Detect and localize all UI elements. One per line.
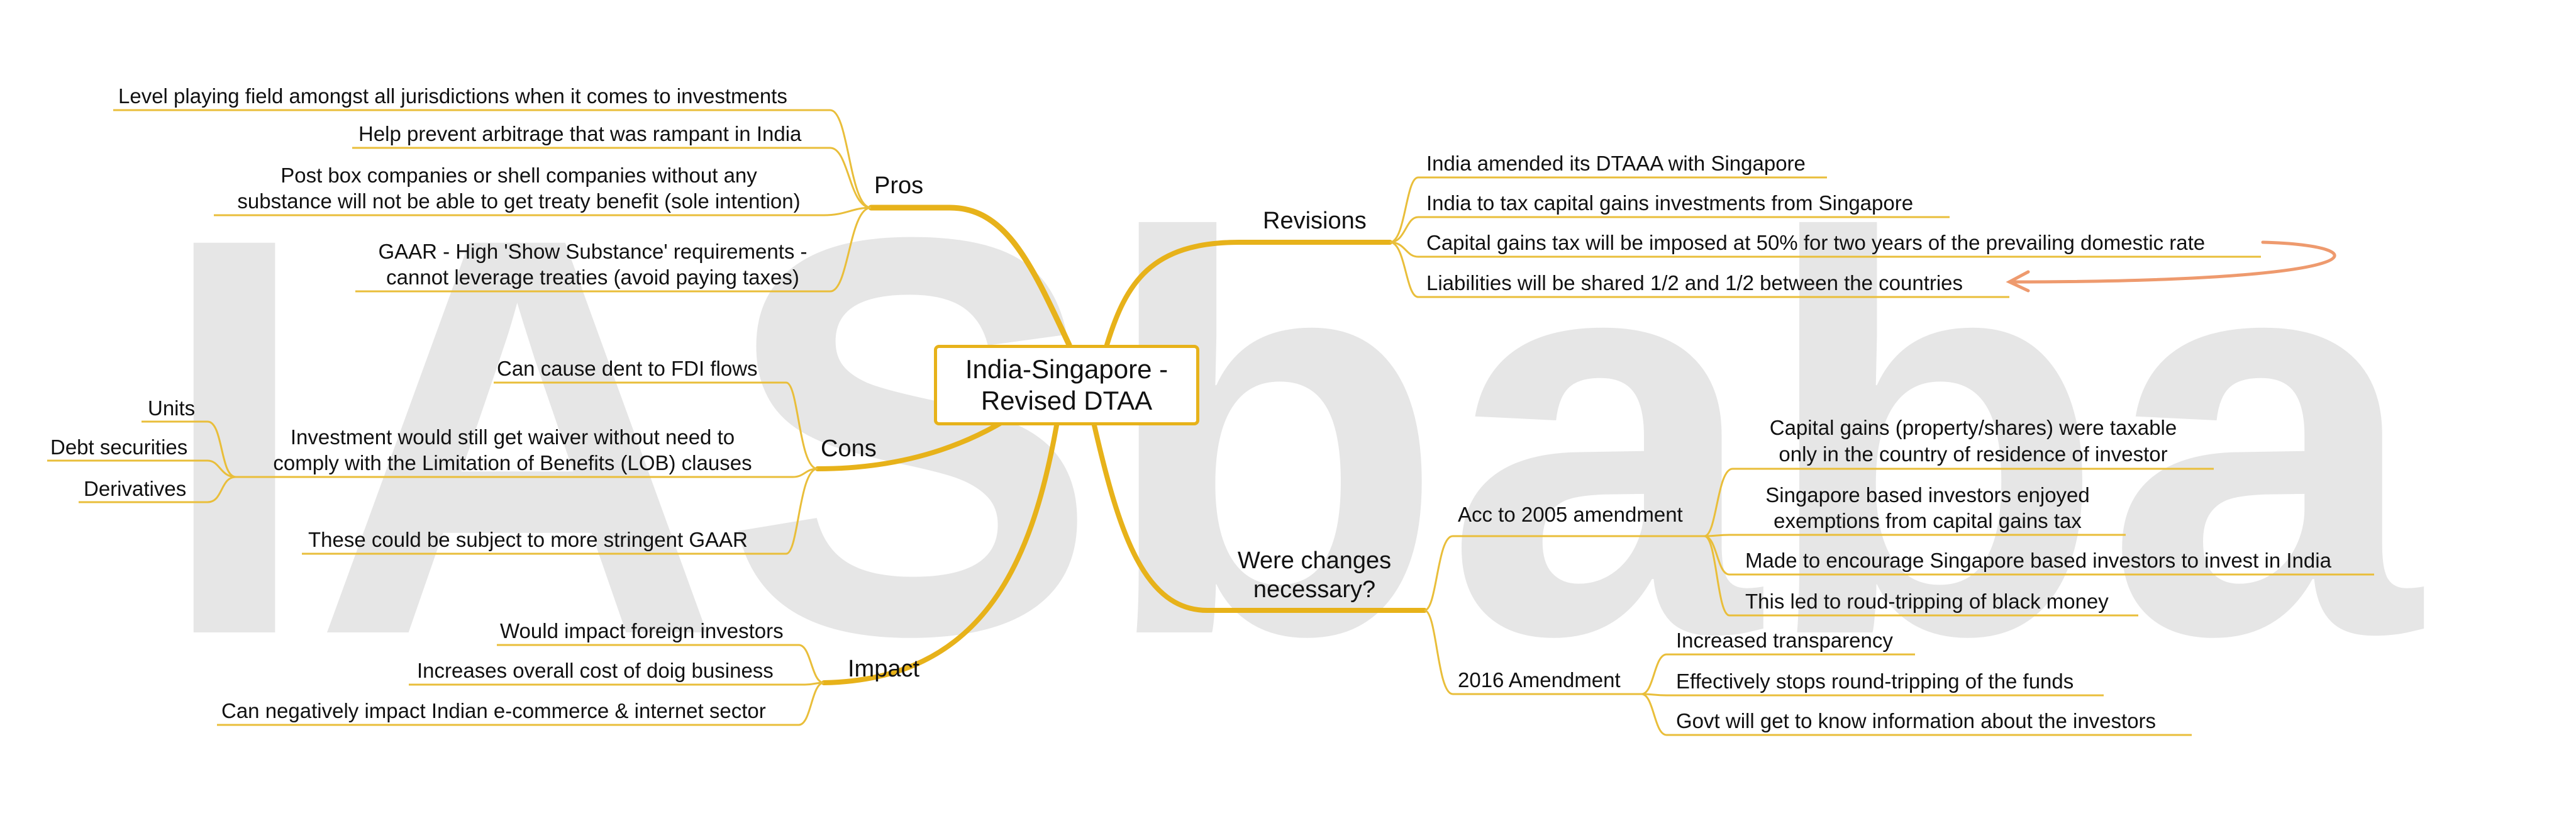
relationship-arrow bbox=[2006, 240, 2336, 293]
pros-item[interactable]: Level playing field amongst all jurisdic… bbox=[118, 84, 787, 108]
central-topic-line1: India-Singapore - bbox=[965, 354, 1169, 384]
pros-item[interactable]: cannot leverage treaties (avoid paying t… bbox=[386, 266, 799, 289]
pros-item[interactable]: Post box companies or shell companies wi… bbox=[280, 164, 757, 187]
amend2016-item[interactable]: Govt will get to know information about … bbox=[1676, 709, 2157, 732]
amend2005-item[interactable]: Capital gains (property/shares) were tax… bbox=[1769, 416, 2177, 439]
branch-label-revisions[interactable]: Revisions bbox=[1263, 208, 1367, 234]
pros-item[interactable]: substance will not be able to get treaty… bbox=[237, 189, 801, 213]
branch-label-cons[interactable]: Cons bbox=[821, 435, 877, 462]
branch-revisions bbox=[1104, 240, 1392, 347]
amend2016-item[interactable]: Increased transparency bbox=[1676, 629, 1893, 652]
watermark-text: IASbaba bbox=[156, 120, 2424, 753]
impact-item[interactable]: Can negatively impact Indian e-commerce … bbox=[221, 699, 766, 722]
cons-sub-item[interactable]: Derivatives bbox=[84, 477, 187, 500]
revisions-item[interactable]: Liabilities will be shared 1/2 and 1/2 b… bbox=[1426, 271, 1963, 294]
subtopic-2005-amendment[interactable]: Acc to 2005 amendment bbox=[1458, 503, 1683, 526]
branch-label-changes-line1[interactable]: Were changes bbox=[1237, 547, 1392, 574]
revisions-item[interactable]: Capital gains tax will be imposed at 50%… bbox=[1426, 231, 2206, 254]
impact-item[interactable]: Increases overall cost of doig business bbox=[417, 659, 774, 682]
amend2005-item[interactable]: exemptions from capital gains tax bbox=[1774, 509, 2082, 532]
amend2016-item[interactable]: Effectively stops round-tripping of the … bbox=[1676, 670, 2074, 693]
cons-item[interactable]: comply with the Limitation of Benefits (… bbox=[273, 451, 752, 474]
amend2005-item[interactable]: Made to encourage Singapore based invest… bbox=[1745, 549, 2331, 572]
cons-sub-item[interactable]: Units bbox=[148, 396, 196, 420]
cons-item[interactable]: Can cause dent to FDI flows bbox=[497, 357, 758, 380]
cons-item[interactable]: These could be subject to more stringent… bbox=[308, 528, 748, 551]
branch-label-changes-line2[interactable]: necessary? bbox=[1253, 576, 1376, 603]
branch-label-impact[interactable]: Impact bbox=[848, 656, 920, 682]
central-topic-line2: Revised DTAA bbox=[980, 386, 1153, 415]
pros-item[interactable]: GAAR - High 'Show Substance' requirement… bbox=[378, 240, 808, 263]
branch-label-pros[interactable]: Pros bbox=[874, 172, 924, 199]
pros-item[interactable]: Help prevent arbitrage that was rampant … bbox=[358, 122, 802, 145]
revisions-item[interactable]: India to tax capital gains investments f… bbox=[1426, 191, 1914, 215]
revisions-item[interactable]: India amended its DTAAA with Singapore bbox=[1426, 152, 1806, 175]
branch-pros bbox=[868, 205, 1072, 348]
amend2005-item[interactable]: Singapore based investors enjoyed bbox=[1765, 483, 2090, 507]
amend2005-item[interactable]: only in the country of residence of inve… bbox=[1779, 442, 2168, 466]
cons-sub-item[interactable]: Debt securities bbox=[50, 435, 188, 459]
impact-item[interactable]: Would impact foreign investors bbox=[500, 619, 784, 642]
cons-item[interactable]: Investment would still get waiver withou… bbox=[290, 425, 735, 449]
subtopic-2016-amendment[interactable]: 2016 Amendment bbox=[1458, 668, 1621, 692]
amend2005-item[interactable]: This led to roud-tripping of black money bbox=[1745, 590, 2109, 613]
central-topic[interactable]: India-Singapore - Revised DTAA bbox=[934, 345, 1199, 425]
branch-changes bbox=[1092, 423, 1427, 613]
branch-impact bbox=[821, 423, 1059, 685]
